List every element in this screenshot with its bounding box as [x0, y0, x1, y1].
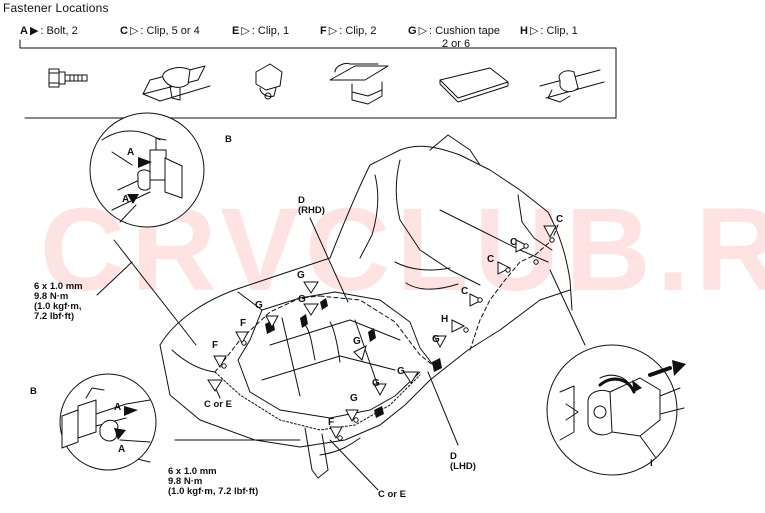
- marker-label: G: [353, 336, 361, 347]
- torque-line: (1.0 kgf·m, 7.2 lbf·ft): [168, 486, 259, 497]
- torque-spec-lower: 6 x 1.0 mm 9.8 N·m (1.0 kgf·m, 7.2 lbf·f…: [168, 467, 258, 497]
- legend-text: : Clip, 1: [540, 25, 578, 37]
- floor-pan-outline: [159, 134, 573, 479]
- leader-line-i: [639, 435, 657, 459]
- legend-text: : Clip, 2: [339, 25, 377, 37]
- legend-item-h: H▷: Clip, 1: [520, 24, 578, 37]
- marker-label: G: [350, 393, 358, 404]
- clip-e-icon: [255, 63, 283, 100]
- filled-triangle-icon: ▶: [29, 25, 39, 37]
- legend-letter: A: [20, 25, 28, 37]
- torque-line: 9.8 N·m: [168, 476, 203, 487]
- bolt-marker: [138, 157, 152, 168]
- detail-circle-lower: [59, 373, 157, 471]
- callout-d-rhd: D (RHD): [298, 196, 325, 216]
- legend-letter: G: [408, 25, 417, 37]
- callout-d-variant: (LHD): [450, 461, 476, 472]
- detail-circle-right: [546, 344, 685, 476]
- open-triangle-icon: ▷: [241, 25, 250, 37]
- marker-label: F: [212, 340, 219, 351]
- cushion-tape-icon: [439, 67, 509, 103]
- marker-label: A: [122, 194, 130, 205]
- torque-spec-upper: 6 x 1.0 mm 9.8 N·m (1.0 kgf·m, 7.2 lbf·f…: [34, 282, 83, 322]
- marker-label: G: [255, 300, 263, 311]
- marker-label: G: [432, 334, 440, 345]
- label-i: I: [650, 458, 653, 469]
- torque-line: 9.8 N·m: [34, 291, 69, 302]
- legend-item-a: A▶: Bolt, 2: [20, 24, 78, 37]
- legend-text: : Cushion tape: [429, 25, 500, 37]
- marker-label: F: [240, 318, 247, 329]
- marker-label: C: [461, 286, 469, 297]
- cable-route: [214, 371, 421, 431]
- marker-label: C: [487, 254, 495, 265]
- clip-h-icon: [539, 69, 605, 103]
- torque-line: 6 x 1.0 mm: [34, 281, 83, 292]
- legend-text: : Clip, 5 or 4: [140, 25, 200, 37]
- marker-label: G: [397, 366, 405, 377]
- pull-arrow-icon: [648, 360, 686, 377]
- torque-line: (1.0 kgf·m,: [34, 301, 82, 312]
- callout-d-letter: D: [298, 195, 305, 206]
- legend-sub-g: 2 or 6: [442, 38, 471, 50]
- legend-letter: F: [320, 25, 327, 37]
- clip-points: [221, 237, 555, 441]
- legend-item-g: G▷: Cushion tape: [408, 24, 500, 37]
- legend-letter: H: [520, 25, 528, 37]
- open-triangle-icon: ▷: [129, 25, 139, 37]
- marker-label: A: [118, 444, 126, 455]
- callout-d-lhd: D (LHD): [450, 452, 476, 472]
- label-b-upper: B: [225, 134, 232, 145]
- open-triangle-icon: ▷: [328, 25, 338, 37]
- bolt-marker: [127, 194, 139, 204]
- legend-item-c: C▷: Clip, 5 or 4: [120, 24, 200, 37]
- cable-route: [214, 224, 559, 373]
- open-triangle-icon: ▷: [418, 25, 428, 37]
- clip-markers: [207, 225, 557, 440]
- clip-c-icon: [142, 65, 211, 102]
- detail-circle-upper: [89, 112, 205, 228]
- leader-lines: [96, 217, 586, 491]
- callout-c-or-e-bottom: C or E: [378, 489, 406, 500]
- open-triangle-icon: ▷: [529, 25, 539, 37]
- marker-label: C: [556, 214, 564, 225]
- marker-label: C: [510, 237, 518, 248]
- legend-letter: E: [232, 25, 240, 37]
- callout-d-variant: (RHD): [298, 205, 325, 216]
- callout-c-or-e-left: C or E: [204, 399, 232, 410]
- legend-box: [19, 39, 617, 119]
- marker-label: H: [441, 314, 449, 325]
- marker-label: A: [127, 147, 135, 158]
- label-b-lower: B: [30, 386, 37, 397]
- marker-label: A: [114, 402, 122, 413]
- clip-f-icon: [329, 63, 389, 105]
- cushion-tape-markers: [265, 298, 442, 418]
- page-title: Fastener Locations: [3, 1, 109, 15]
- legend-text: : Bolt, 2: [40, 25, 78, 37]
- bolt-marker: [114, 428, 126, 440]
- torque-line: 7.2 lbf·ft): [34, 311, 75, 322]
- marker-label: G: [297, 270, 305, 281]
- bolt-marker: [124, 406, 138, 416]
- bolt-icon: [48, 68, 88, 88]
- legend-text: : Clip, 1: [251, 25, 290, 37]
- rotate-arrow-icon: [598, 377, 642, 394]
- bolt-markers: [114, 157, 152, 440]
- marker-label: G: [298, 294, 306, 305]
- marker-label: G: [372, 378, 380, 389]
- legend-item-f: F▷: Clip, 2: [320, 24, 377, 37]
- legend-item-e: E▷: Clip, 1: [232, 24, 289, 37]
- marker-label: F: [328, 417, 335, 428]
- legend-letter: C: [120, 25, 128, 37]
- callout-d-letter: D: [450, 451, 457, 462]
- torque-line: 6 x 1.0 mm: [168, 466, 217, 477]
